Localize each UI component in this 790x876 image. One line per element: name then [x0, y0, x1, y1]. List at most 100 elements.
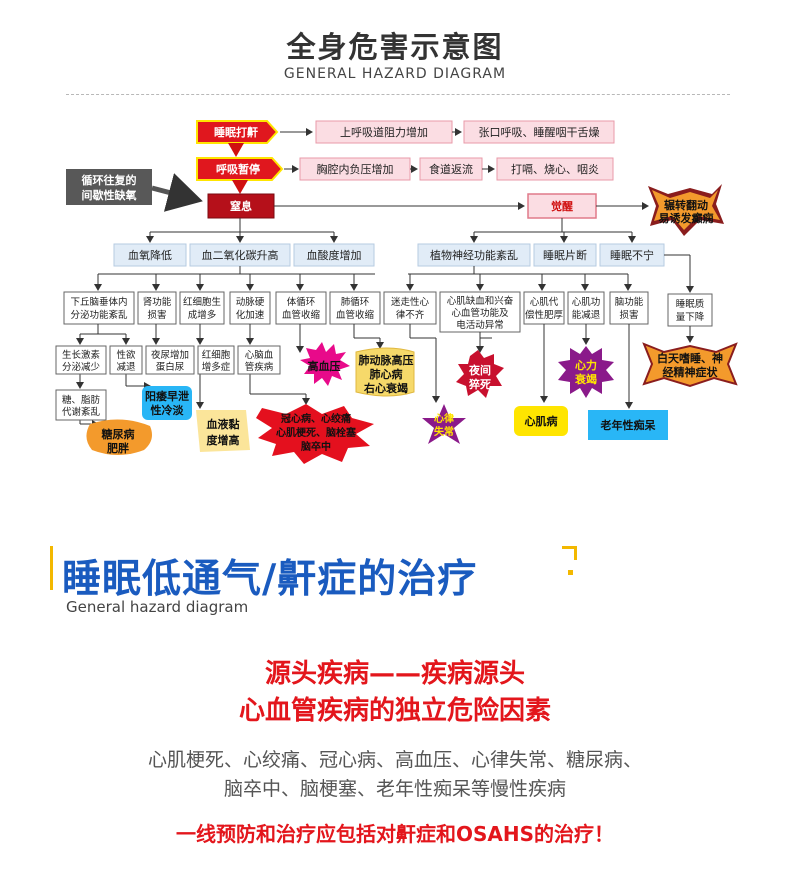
svg-text:衰竭: 衰竭 — [574, 372, 597, 386]
svg-text:心肌功: 心肌功 — [572, 297, 601, 308]
epilepsy-node: 辗转翻动 易诱发癫痫 — [648, 184, 724, 236]
svg-text:肺心病: 肺心病 — [370, 367, 403, 381]
svg-text:性冷淡: 性冷淡 — [151, 403, 185, 417]
accent-dot — [568, 570, 573, 575]
hazard-diagram: 睡眠打鼾 上呼吸道阻力增加 张口呼吸、睡醒咽干舌燥 呼吸暂停 胸腔内负压增加 食… — [55, 120, 738, 464]
hypertension-node: 高血压 — [300, 342, 350, 386]
svg-text:体循环: 体循环 — [287, 296, 316, 308]
svg-text:糖、脂肪: 糖、脂肪 — [62, 394, 101, 406]
svg-text:化加速: 化加速 — [236, 309, 265, 321]
svg-text:增多症: 增多症 — [202, 361, 231, 373]
suffocation-node: 窒息 — [207, 193, 275, 219]
svg-text:老年性痴呆: 老年性痴呆 — [600, 418, 657, 432]
svg-text:糖尿病: 糖尿病 — [102, 427, 135, 441]
row6-connectors — [76, 324, 694, 428]
svg-text:偿性肥厚: 偿性肥厚 — [525, 309, 564, 321]
svg-text:肺循环: 肺循环 — [341, 296, 370, 308]
svg-text:间歇性缺氧: 间歇性缺氧 — [82, 188, 137, 202]
svg-text:猝死: 猝死 — [468, 377, 491, 391]
svg-text:冠心病、心绞痛: 冠心病、心绞痛 — [281, 412, 351, 425]
svg-text:高血压: 高血压 — [308, 359, 341, 373]
svg-text:肥胖: 肥胖 — [107, 441, 129, 455]
disease-list-line-1: 心肌梗死、心绞痛、冠心病、高血压、心律失常、糖尿病、 — [147, 749, 642, 771]
dry-mouth-node: 张口呼吸、睡醒咽干舌燥 — [463, 120, 615, 144]
svg-text:易诱发癫痫: 易诱发癫痫 — [659, 211, 714, 225]
svg-text:呼吸暂停: 呼吸暂停 — [216, 162, 260, 176]
svg-text:张口呼吸、睡醒咽干舌燥: 张口呼吸、睡醒咽干舌燥 — [479, 126, 600, 139]
svg-text:辗转翻动: 辗转翻动 — [664, 198, 708, 212]
svg-text:失常: 失常 — [434, 425, 454, 438]
svg-text:血二氧化碳升高: 血二氧化碳升高 — [202, 248, 279, 262]
svg-text:分泌减少: 分泌减少 — [62, 361, 101, 373]
section-subtitle: General hazard diagram — [66, 598, 249, 616]
section-title: 睡眠低通气/鼾症的治疗 — [62, 557, 478, 602]
page-title: 全身危害示意图 — [286, 30, 504, 64]
page-subtitle: GENERAL HAZARD DIAGRAM — [283, 66, 507, 82]
arrhythmia-node: 心律 失常 — [422, 404, 466, 444]
sleep-fragment-node: 睡眠片断 — [533, 243, 597, 267]
svg-text:血酸度增加: 血酸度增加 — [307, 248, 362, 262]
svg-text:度增高: 度增高 — [207, 433, 240, 447]
restless-node: 睡眠不宁 — [599, 243, 665, 267]
svg-text:量下降: 量下降 — [676, 311, 705, 323]
svg-text:夜尿增加: 夜尿增加 — [151, 349, 189, 361]
svg-text:成增多: 成增多 — [188, 309, 217, 321]
awakening-node: 觉醒 — [527, 193, 597, 219]
svg-text:下丘脑垂体内: 下丘脑垂体内 — [70, 296, 127, 308]
svg-text:血管收缩: 血管收缩 — [336, 309, 375, 321]
daytime-sleepiness-node: 白天嗜睡、神 经精神症状 — [642, 342, 738, 388]
impotence-node: 阳痿早泄 性冷淡 — [142, 386, 192, 420]
svg-text:肾功能: 肾功能 — [143, 296, 172, 308]
coronary-disease-node: 冠心病、心绞痛 心肌梗死、脑栓塞 脑卒中 — [256, 404, 374, 464]
acidity-node: 血酸度增加 — [293, 243, 375, 267]
svg-text:心肌缺血和兴奋: 心肌缺血和兴奋 — [447, 295, 514, 307]
svg-text:白天嗜睡、神: 白天嗜睡、神 — [657, 351, 723, 365]
svg-text:脑功能: 脑功能 — [615, 296, 644, 308]
hiccup-node: 打嗝、烧心、咽炎 — [496, 157, 614, 181]
svg-text:窒息: 窒息 — [230, 199, 252, 213]
svg-text:睡眠不宁: 睡眠不宁 — [610, 248, 654, 262]
svg-text:脑卒中: 脑卒中 — [301, 440, 331, 453]
svg-text:睡眠片断: 睡眠片断 — [543, 248, 587, 262]
svg-text:循环往复的: 循环往复的 — [82, 173, 137, 187]
svg-text:植物神经功能紊乱: 植物神经功能紊乱 — [430, 248, 518, 262]
svg-text:上呼吸道阻力增加: 上呼吸道阻力增加 — [340, 125, 428, 139]
svg-text:肺动脉高压: 肺动脉高压 — [359, 353, 414, 367]
svg-text:迷走性心: 迷走性心 — [391, 296, 430, 308]
blood-viscosity-node: 血液黏 度增高 — [196, 410, 250, 452]
accent-bracket — [562, 546, 576, 549]
treatment-statement: 一线预防和治疗应包括对鼾症和OSAHS的治疗！ — [175, 822, 615, 846]
svg-text:血液黏: 血液黏 — [207, 417, 240, 431]
svg-text:能减退: 能减退 — [572, 309, 601, 321]
svg-text:经精神症状: 经精神症状 — [663, 365, 719, 379]
co2-rise-node: 血二氧化碳升高 — [189, 243, 291, 267]
svg-text:红细胞生: 红细胞生 — [183, 296, 222, 308]
oxygen-drop-node: 血氧降低 — [113, 243, 187, 267]
svg-text:睡眠质: 睡眠质 — [676, 298, 705, 310]
cardiomyopathy-node: 心肌病 — [514, 406, 568, 436]
nocturnal-death-node: 夜间 猝死 — [456, 350, 504, 398]
heart-failure-node: 心力 衰竭 — [558, 346, 614, 398]
svg-text:心肌代: 心肌代 — [530, 297, 559, 308]
apnea-node: 呼吸暂停 — [196, 157, 284, 181]
svg-text:血管收缩: 血管收缩 — [282, 309, 321, 321]
svg-text:管疾病: 管疾病 — [245, 361, 274, 373]
headline-2: 心血管疾病的独立危险因素 — [238, 696, 551, 726]
autonomic-node: 植物神经功能紊乱 — [417, 243, 531, 267]
svg-text:心力: 心力 — [575, 358, 597, 372]
svg-text:分泌功能紊乱: 分泌功能紊乱 — [70, 309, 128, 321]
svg-text:右心衰竭: 右心衰竭 — [363, 381, 408, 395]
